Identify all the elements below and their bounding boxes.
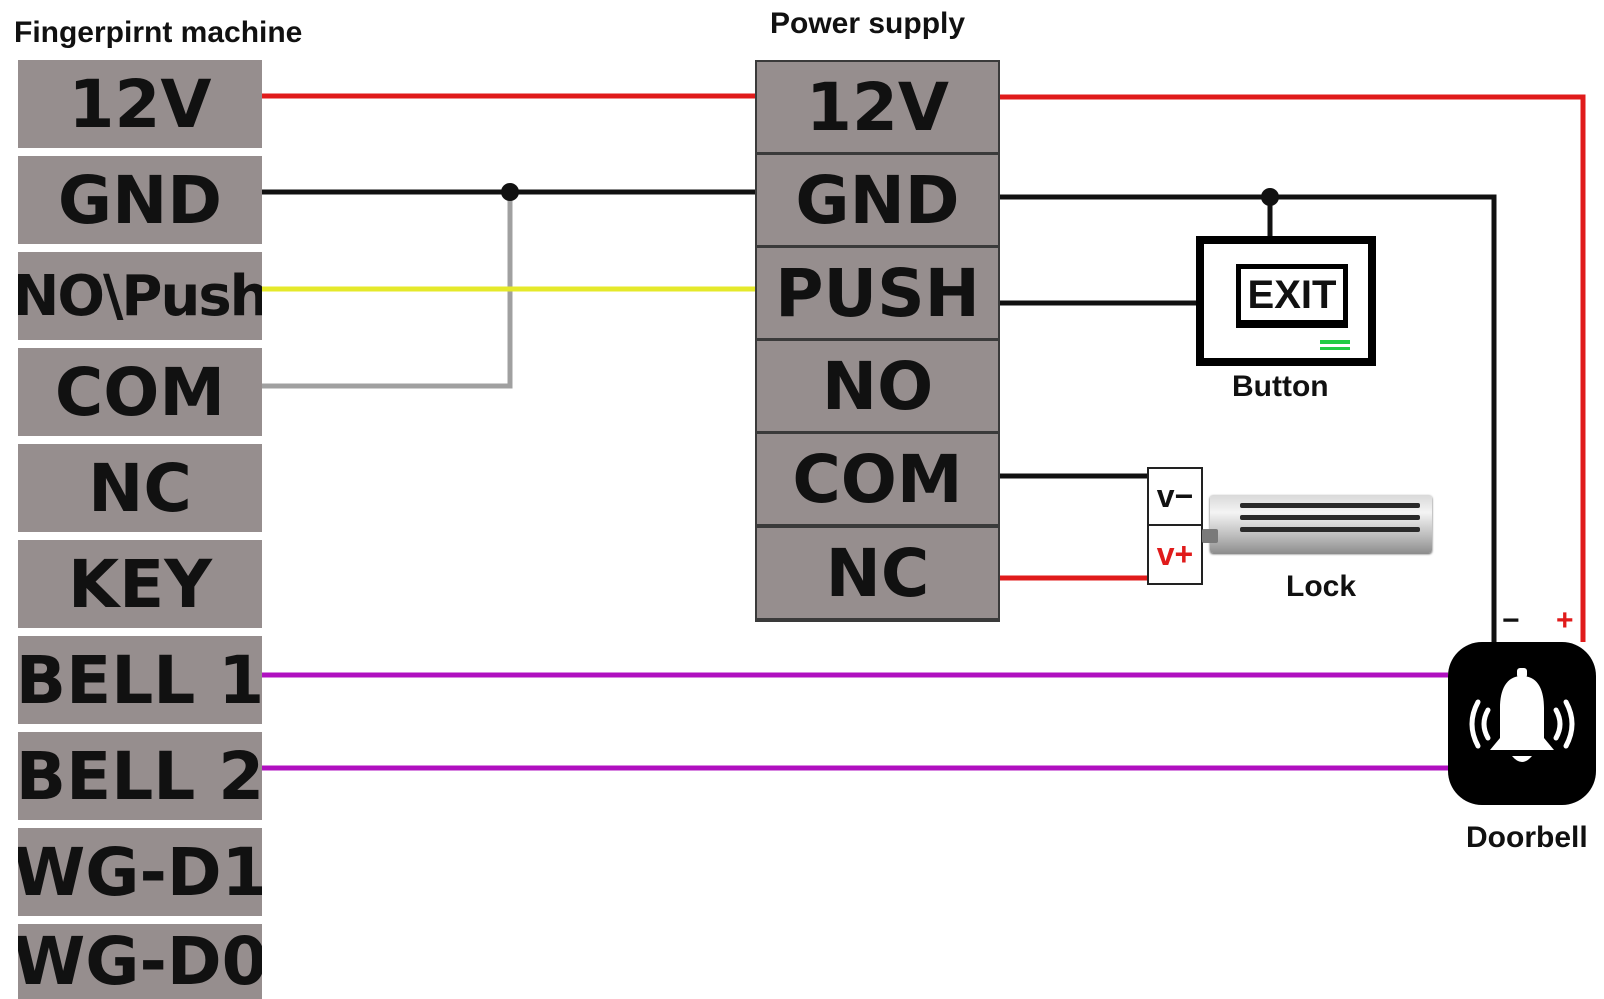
fp-terminal-nc: NC (18, 444, 262, 532)
fp-terminal-no-push: NO\Push (18, 252, 262, 340)
fp-terminal-com: COM (18, 348, 262, 436)
junction-dot-gnd-left (501, 183, 519, 201)
doorbell-minus-sign: − (1502, 604, 1520, 637)
fp-terminal-gnd: GND (18, 156, 262, 244)
ps-terminal-nc: NC (757, 528, 998, 618)
lock-mount-tab (1202, 529, 1218, 543)
ps-terminal-12v: 12V (757, 62, 998, 152)
ps-terminal-push: PUSH (757, 248, 998, 338)
bell-ringing-icon (1469, 668, 1575, 762)
fp-terminal-bell-2: BELL 2 (18, 732, 262, 820)
fp-terminal-key: KEY (18, 540, 262, 628)
fp-terminal-wg-d1: WG-D1 (18, 828, 262, 916)
exit-led-icon (1320, 340, 1350, 344)
fingerprint-machine-title: Fingerpirnt machine (14, 16, 303, 49)
lock-terminal-plus: v+ (1156, 536, 1194, 572)
doorbell-plus-sign: + (1556, 604, 1574, 637)
exit-button-label: Button (1232, 370, 1329, 403)
lock-slot (1240, 515, 1420, 520)
fp-terminal-wg-d0: WG-D0 (18, 924, 262, 999)
lock-label: Lock (1286, 570, 1357, 603)
lock-terminal-minus: v− (1149, 469, 1201, 526)
ps-terminal-no: NO (757, 341, 998, 431)
lock-slot (1240, 503, 1420, 508)
lock-terminal-block: v− v+ (1147, 467, 1203, 585)
ps-terminal-com: COM (757, 434, 998, 524)
exit-sign: EXIT (1236, 264, 1348, 328)
wire-gnd-ps-doorbell (998, 194, 1497, 642)
fp-terminal-12v: 12V (18, 60, 262, 148)
magnetic-lock-icon (1202, 495, 1432, 553)
exit-button-device: EXIT (1196, 236, 1376, 366)
lock-slot (1240, 527, 1420, 532)
wire-com-to-gnd (262, 192, 513, 389)
doorbell-label: Doorbell (1466, 821, 1588, 854)
ps-terminal-gnd: GND (757, 155, 998, 245)
exit-sign-text: EXIT (1247, 272, 1337, 317)
exit-led-icon-lower (1320, 347, 1350, 350)
wire-12v-ps-doorbell (998, 94, 1586, 642)
power-supply-title: Power supply (770, 7, 966, 40)
fp-terminal-bell-1: BELL 1 (18, 636, 262, 724)
doorbell-device (1448, 642, 1596, 805)
junction-dot-gnd-right (1261, 188, 1279, 206)
